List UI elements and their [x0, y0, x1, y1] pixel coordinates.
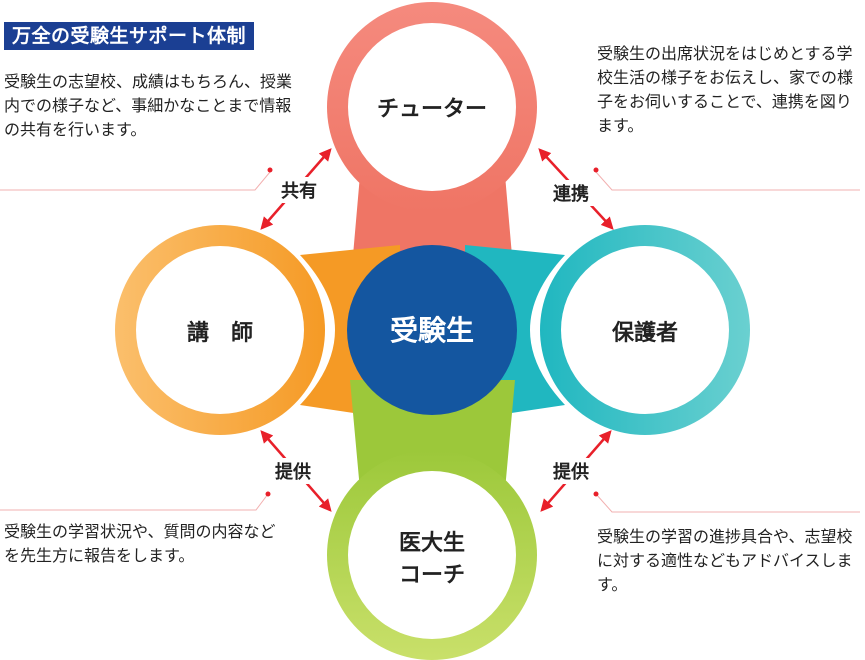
node-parents-disc	[561, 246, 729, 414]
node-teacher-label: 講 師	[187, 320, 253, 346]
description-advice: 受験生の学習の進捗具合や、志望校に対する適性などもアドバイスします。	[597, 527, 853, 594]
relation-label-provide-right: 提供	[553, 461, 589, 483]
description-cooperation: 受験生の出席状況をはじめとする学校生活の様子をお伝えし、家での様子をお伺いするこ…	[597, 44, 854, 135]
node-parents-label: 保護者	[611, 320, 678, 346]
description-sharing: 受験生の志望校、成績はもちろん、授業内での様子など、事細かなことまで情報の共有を…	[4, 72, 293, 139]
relation-label-provide-left: 提供	[275, 461, 311, 483]
node-coach-label-line1: 医大生	[399, 531, 465, 556]
node-coach-disc	[348, 471, 516, 639]
center-student	[347, 245, 517, 415]
description-report: 受験生の学習状況や、質問の内容などを先生方に報告をします。	[4, 522, 276, 565]
node-teacher-disc	[136, 246, 304, 414]
relation-label-cooperation: 連携	[553, 183, 589, 205]
relation-label-sharing: 共有	[281, 180, 317, 202]
center-label: 受験生	[390, 314, 474, 347]
page-title: 万全の受験生サポート体制	[4, 22, 255, 50]
node-tutor-label: チューター	[377, 97, 487, 122]
node-coach-label-line2: コーチ	[399, 563, 465, 588]
node-tutor-disc	[348, 23, 516, 191]
